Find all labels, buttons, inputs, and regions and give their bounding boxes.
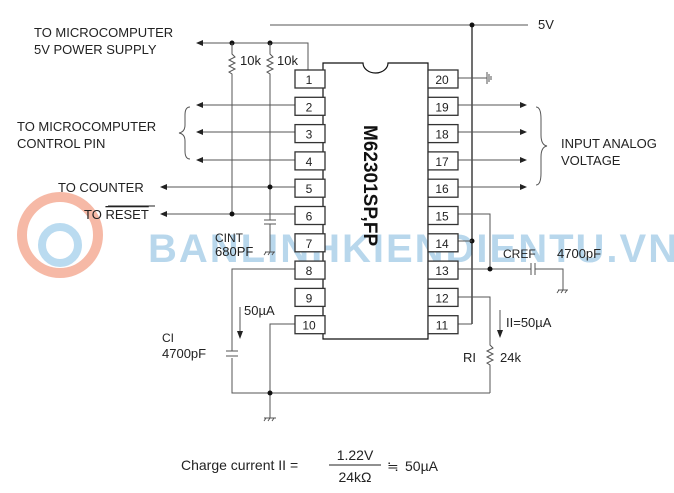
cref-label: CREF — [503, 247, 536, 261]
resistor-ri — [458, 296, 495, 393]
pin-17: 17 — [427, 151, 459, 171]
pin-number: 1 — [306, 73, 313, 87]
ci-value: 4700pF — [162, 346, 206, 361]
r1-label: 10k — [240, 53, 261, 68]
control-label-2: CONTROL PIN — [17, 136, 105, 151]
pin-number: 5 — [306, 182, 313, 196]
pin-13: 13 — [427, 260, 459, 280]
pin-number: 19 — [435, 100, 449, 114]
watermark-text: BANLINHKIENDIENTU.VN — [148, 227, 674, 271]
ri-label: RI — [463, 350, 476, 365]
cint-value: 680PF — [215, 244, 253, 259]
pin-number: 12 — [435, 291, 449, 305]
pin-number: 2 — [306, 100, 313, 114]
reset-label: TO RESET — [84, 207, 149, 222]
formula-prefix: Charge current II = — [181, 457, 298, 473]
pin-10: 10 — [294, 315, 326, 335]
pin-14: 14 — [427, 233, 459, 253]
pin-9: 9 — [294, 287, 326, 308]
pin-number: 9 — [306, 291, 313, 305]
pin-12: 12 — [427, 287, 459, 308]
pin-18: 18 — [427, 123, 459, 144]
pin-20: 20 — [427, 69, 459, 89]
pin-number: 15 — [435, 210, 449, 224]
pin-number: 16 — [435, 182, 449, 196]
control-label-1: TO MICROCOMPUTER — [17, 119, 156, 134]
chip-label: M62301SP,FP — [359, 125, 380, 246]
pin-1: 1 — [294, 69, 326, 89]
watermark-logo: BANLINHKIENDIENTU.VN — [17, 192, 674, 278]
pin-number: 3 — [306, 128, 313, 142]
pin-8: 8 — [294, 260, 326, 280]
ri-value: 24k — [500, 350, 521, 365]
pin-2: 2 — [294, 96, 326, 116]
pin-number: 17 — [435, 155, 449, 169]
pin-15: 15 — [427, 205, 459, 226]
pin-number: 20 — [435, 73, 449, 87]
resistor-10k-b — [265, 43, 275, 220]
pin-3: 3 — [294, 123, 326, 144]
pin-19: 19 — [427, 96, 459, 116]
pin-number: 6 — [306, 210, 313, 224]
supply-label-2: 5V POWER SUPPLY — [34, 42, 157, 57]
analog-label-1: INPUT ANALOG — [561, 136, 657, 151]
pin-4: 4 — [294, 151, 326, 171]
pin-number: 11 — [436, 319, 449, 333]
cint-label: CINT — [215, 231, 244, 245]
vcc-label: 5V — [538, 17, 554, 32]
ic-body — [322, 62, 429, 340]
counter-label: TO COUNTER — [58, 180, 144, 195]
pin-number: 13 — [435, 264, 449, 278]
resistor-10k-a — [227, 43, 237, 214]
pin-number: 10 — [302, 319, 316, 333]
formula-numerator: 1.22V — [337, 447, 374, 463]
pin-16: 16 — [427, 178, 459, 198]
ri-current-label: II=50µA — [506, 315, 552, 330]
cref-value: 4700pF — [557, 246, 601, 261]
supply-label-1: TO MICROCOMPUTER — [34, 25, 173, 40]
charge-current-formula: Charge current II = 1.22V 24kΩ ≒ 50µA — [181, 447, 439, 485]
formula-denominator: 24kΩ — [338, 469, 371, 485]
analog-label-2: VOLTAGE — [561, 153, 621, 168]
pin-number: 7 — [306, 237, 313, 251]
pin-number: 4 — [306, 155, 313, 169]
ci-label: CI — [162, 331, 174, 345]
r2-label: 10k — [277, 53, 298, 68]
pin-11: 11 — [427, 315, 459, 335]
brace-right — [535, 106, 548, 186]
ci-current-label: 50µA — [244, 303, 275, 318]
pin-number: 14 — [435, 237, 449, 251]
formula-approx: ≒ — [387, 458, 399, 474]
pin-5: 5 — [294, 178, 326, 198]
formula-result: 50µA — [405, 458, 439, 474]
pin-7: 7 — [294, 233, 326, 253]
pin-6: 6 — [294, 205, 326, 226]
pin-number: 18 — [435, 128, 449, 142]
pin-number: 8 — [306, 264, 313, 278]
brace-left — [178, 106, 191, 160]
